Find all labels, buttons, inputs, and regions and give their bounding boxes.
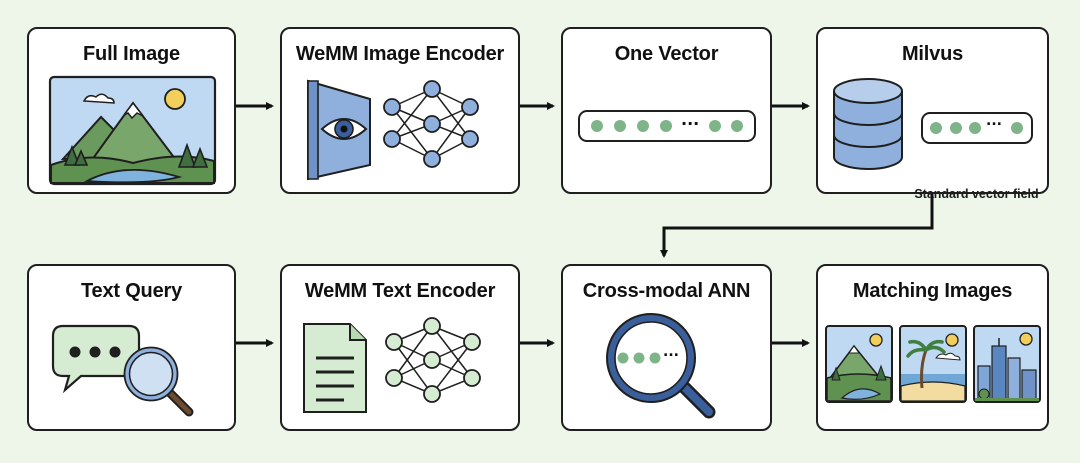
vector-ellipsis: ...: [986, 113, 1002, 129]
ann-ellipsis: ...: [663, 344, 679, 360]
node-cross-modal-ann: Cross-modal ANN ...: [561, 264, 772, 431]
node-title: One Vector: [614, 43, 719, 65]
node-title: Cross-modal ANN: [582, 280, 751, 302]
vector-field-icon: [921, 112, 1033, 144]
city-thumbnail-icon: [973, 325, 1041, 403]
node-title: Full Image: [83, 43, 180, 65]
node-title: WeMM Image Encoder: [295, 43, 505, 65]
vector-field-label: Standard vector field: [914, 187, 1039, 201]
node-text-encoder: WeMM Text Encoder: [280, 264, 520, 431]
node-title: Matching Images: [852, 280, 1013, 302]
node-text-query: Text Query: [27, 264, 236, 431]
mountain-thumbnail-icon: [825, 325, 893, 403]
search-magnifier-icon: [606, 313, 716, 419]
document-icon: [303, 323, 367, 413]
arrow-milvus-to-ann: [660, 194, 934, 258]
beach-thumbnail-icon: [899, 325, 967, 403]
node-title: WeMM Text Encoder: [304, 280, 496, 302]
database-icon: [833, 78, 903, 170]
vector-ellipsis: ...: [681, 110, 700, 129]
node-full-image: Full Image: [27, 27, 236, 194]
chat-bubble-icon: [51, 324, 141, 394]
node-milvus: Milvus ... Standard vector field: [816, 27, 1049, 201]
node-one-vector: One Vector ...: [561, 27, 772, 194]
eye-panel-icon: [307, 79, 371, 181]
node-matching-images: Matching Images: [816, 264, 1049, 431]
magnifier-icon: [123, 346, 194, 417]
node-title: Milvus: [901, 43, 964, 65]
node-image-encoder: WeMM Image Encoder: [280, 27, 520, 194]
vector-bar-icon: [578, 110, 756, 142]
node-title: Text Query: [81, 280, 182, 302]
landscape-image-icon: [48, 75, 217, 186]
